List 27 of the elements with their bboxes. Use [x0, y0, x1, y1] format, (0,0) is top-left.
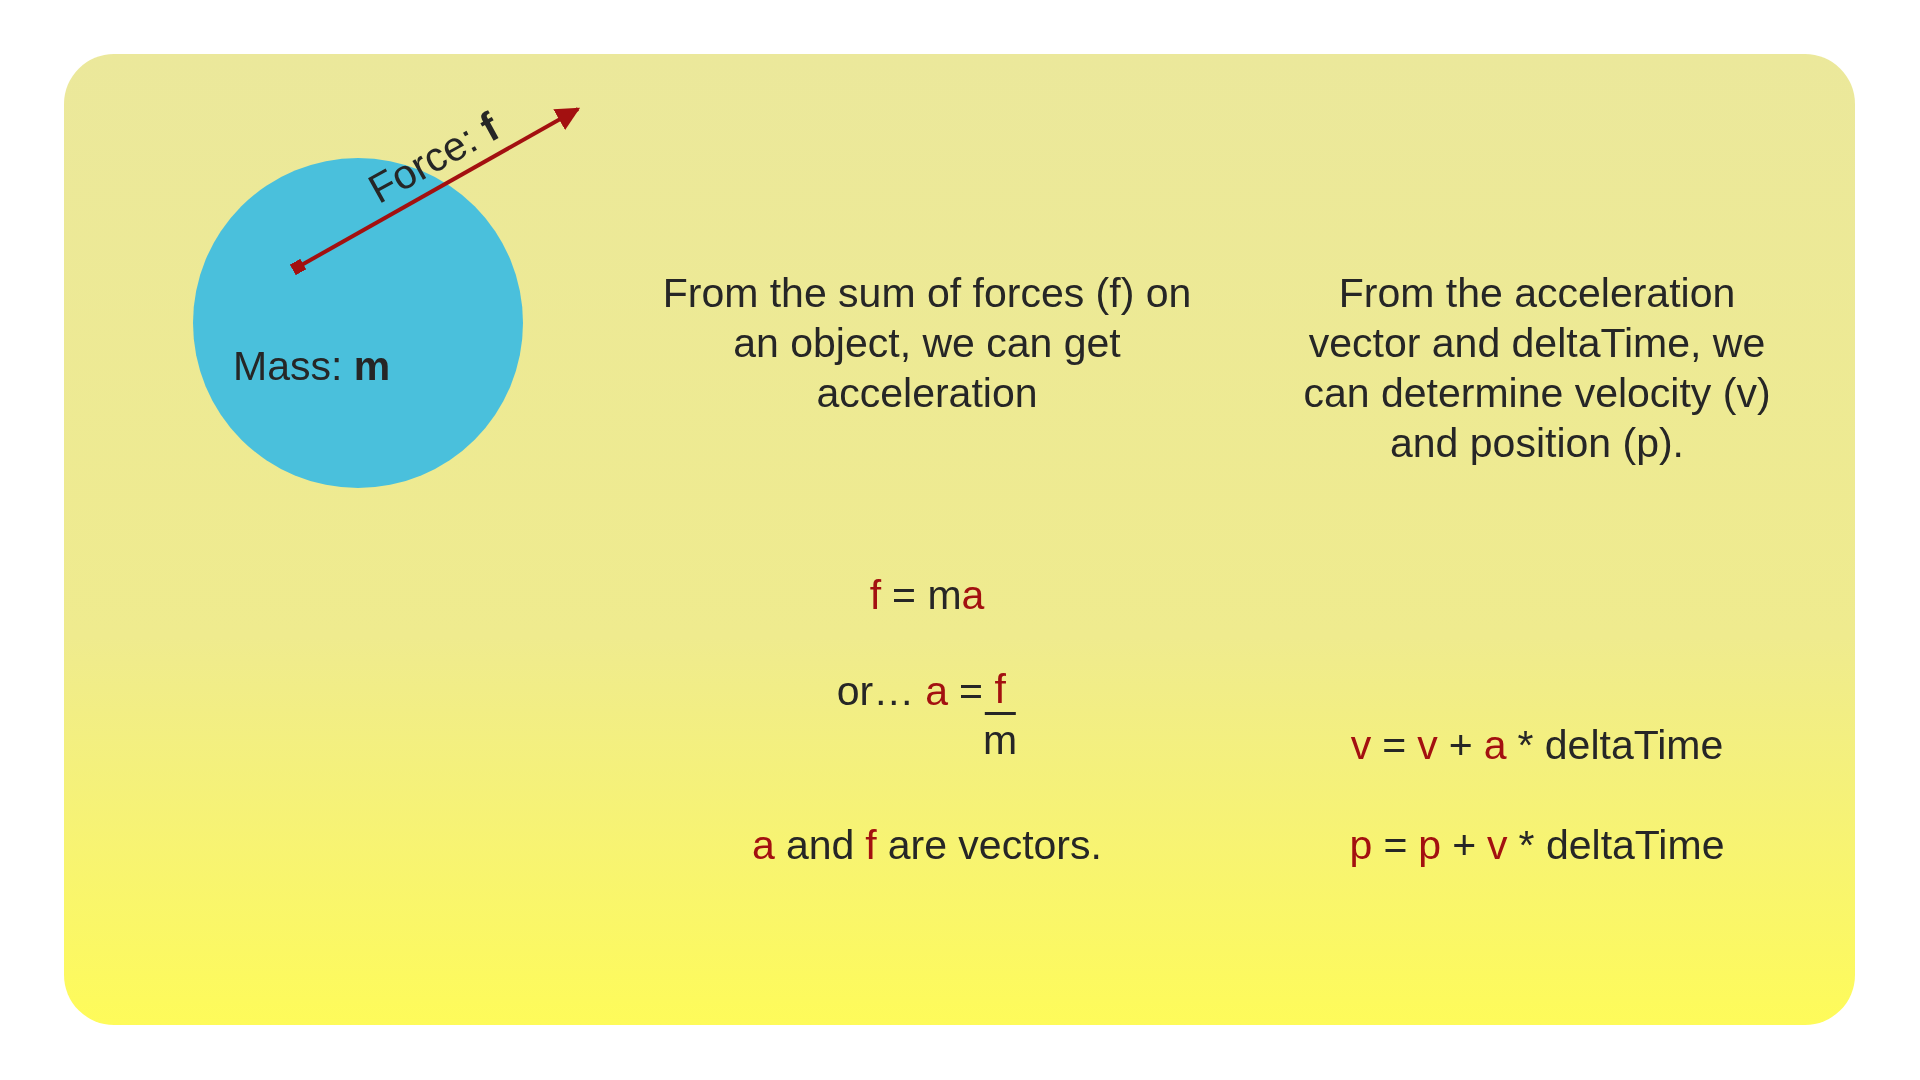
fraction-denominator: m [983, 716, 1018, 765]
formula-text: + [1452, 821, 1477, 870]
mass-label: Mass: m [233, 342, 391, 391]
formula-text: a [752, 821, 775, 870]
formula-text: = m [892, 571, 962, 620]
paragraph-text: From the acceleration vector and deltaTime, we can determine velocity (v) and position (p). [1302, 269, 1772, 468]
formula-text: = [1383, 821, 1408, 870]
formula-text: v [1487, 821, 1508, 870]
formula-text: f [869, 571, 882, 620]
formula-text: = [1382, 721, 1407, 770]
formula-text: + [1448, 721, 1473, 770]
formula-text: or… [836, 667, 915, 716]
formula-text: a [961, 571, 985, 620]
fraction-numerator: f [984, 666, 1016, 715]
formula-text: v [1417, 721, 1438, 770]
formula-text: p [1418, 821, 1442, 870]
formula-text: a [925, 667, 949, 716]
formula-text: and [785, 821, 855, 870]
formula-text: * deltaTime [1517, 721, 1724, 770]
formula-text: = [959, 667, 984, 716]
paragraph-text: From the sum of forces (f) on an object, we can get acceleration [661, 269, 1193, 418]
formula-text: are vectors. [887, 821, 1102, 870]
formula-text: f [865, 821, 877, 870]
formula-text: a [1483, 721, 1507, 770]
formula-text: p [1349, 821, 1373, 870]
formula-text: v [1350, 721, 1372, 770]
formula-text: * deltaTime [1518, 821, 1725, 870]
